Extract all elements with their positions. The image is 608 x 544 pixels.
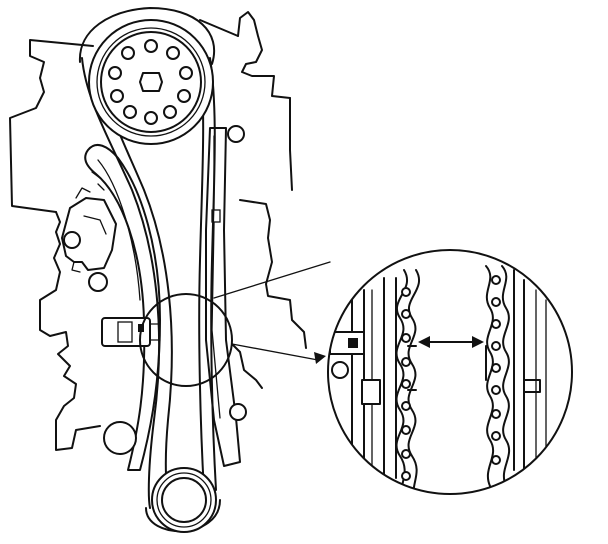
engine-block-outline	[9, 11, 307, 451]
left-chain-links	[383, 269, 420, 494]
tensioner-arm	[84, 143, 161, 471]
clearance-arrow	[418, 336, 484, 348]
auto-tensioner	[101, 317, 161, 347]
crankshaft-sprocket	[103, 421, 217, 533]
detail-callout	[213, 261, 331, 364]
magnifier-circle	[139, 293, 233, 387]
detail-view	[327, 249, 573, 495]
sprocket-bolt-holes	[108, 39, 193, 125]
camshaft-sprocket	[88, 19, 214, 145]
right-chain-links	[485, 265, 515, 487]
chain-tensioner	[61, 187, 117, 292]
